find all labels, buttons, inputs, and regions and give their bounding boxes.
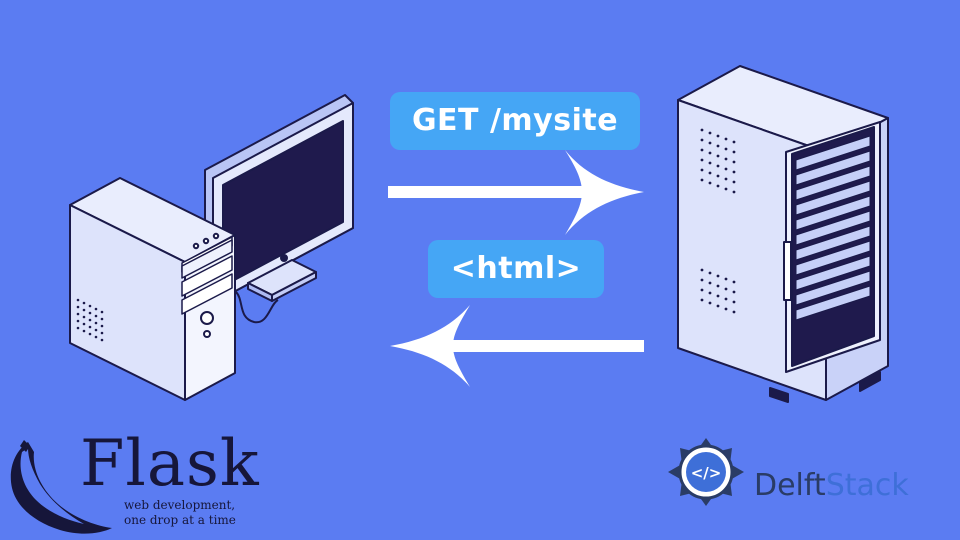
request-arrow (388, 150, 644, 235)
server-rack (677, 65, 889, 403)
flask-tagline-line1: web development, (124, 498, 236, 512)
cable (235, 291, 279, 324)
flask-tagline: web development, one drop at a time (124, 498, 274, 528)
wordmark-part1: Delft (754, 468, 826, 503)
vent-grid (76, 298, 104, 342)
wordmark-part2: Stack (825, 468, 909, 503)
flask-tagline-line2: one drop at a time (124, 513, 236, 527)
request-label: GET /mysite (390, 92, 640, 150)
flask-logo-text: Flask (80, 427, 260, 501)
client-computer (69, 94, 354, 401)
door-handle (783, 241, 792, 301)
delftstack-badge-icon: </> (668, 438, 744, 506)
rack-vent (700, 128, 736, 314)
flask-horn-icon (10, 440, 112, 534)
power-icon (200, 311, 214, 325)
response-arrow (390, 305, 644, 387)
pc-tower (69, 177, 236, 401)
response-label: <html> (428, 240, 604, 298)
monitor (204, 94, 354, 304)
badge-text: </> (691, 464, 722, 482)
server-units (795, 135, 871, 321)
delftstack-wordmark: DelftStack (754, 466, 909, 506)
